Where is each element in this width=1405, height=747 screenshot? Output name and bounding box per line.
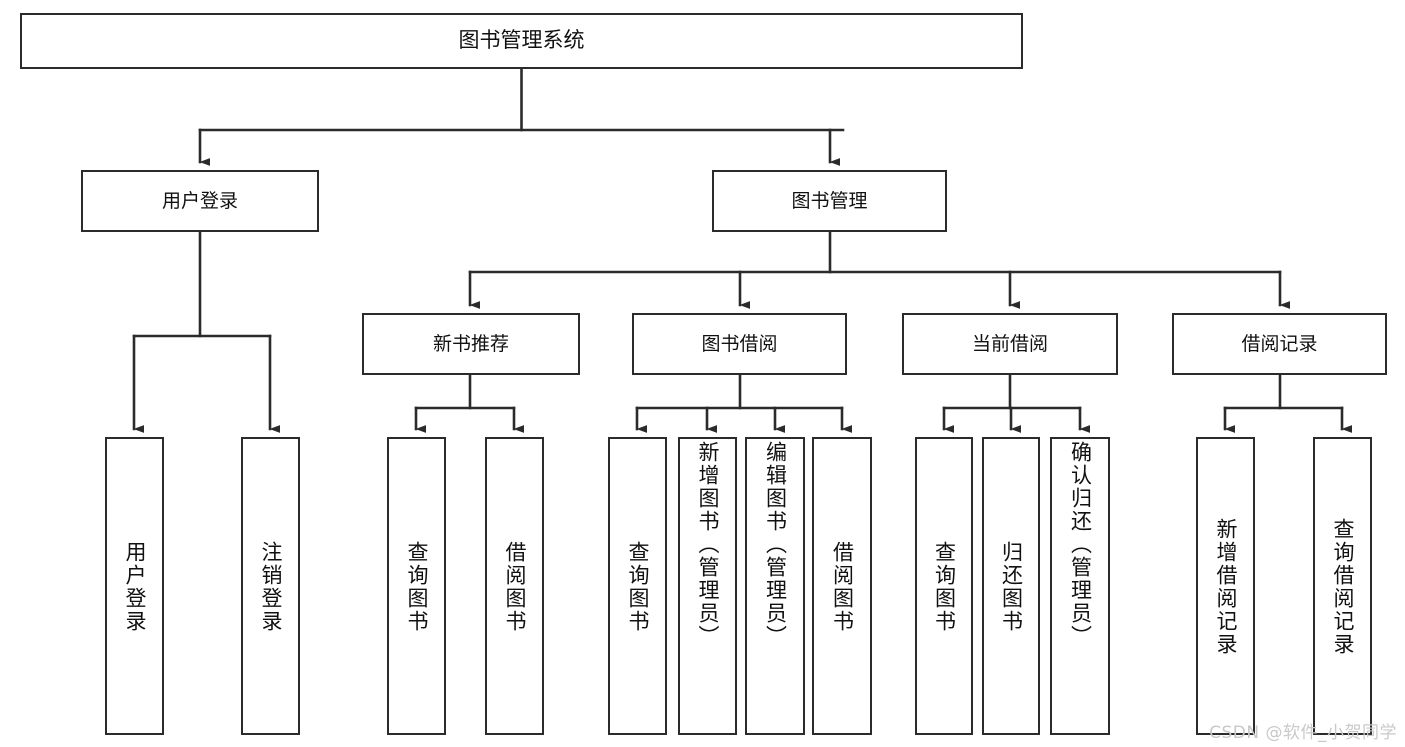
node-new-book-recommend-label: 新书推荐 [432,332,509,355]
node-leaf-add-borrow-record-label: 新增借阅记录 [1214,518,1238,656]
node-current-borrow-label: 当前借阅 [971,332,1048,355]
node-leaf-return-book-label: 归还图书 [999,541,1024,633]
node-leaf-borrow-book-1-label: 借阅图书 [503,541,527,633]
node-leaf-query-book-2-label: 查询图书 [626,541,650,633]
node-leaf-query-book-1[interactable]: 查询图书 [387,437,446,735]
node-leaf-add-book-admin-label: 新增图书（管理员） [696,441,720,648]
node-leaf-edit-book-admin-label: 编辑图书（管理员） [763,441,788,648]
node-leaf-edit-book-admin[interactable]: 编辑图书（管理员） [745,437,805,735]
node-root[interactable]: 图书管理系统 [20,13,1023,69]
node-leaf-borrow-book-1[interactable]: 借阅图书 [485,437,544,735]
node-leaf-query-borrow-record-label: 查询借阅记录 [1331,518,1355,656]
node-current-borrow[interactable]: 当前借阅 [902,313,1118,375]
node-leaf-query-borrow-record[interactable]: 查询借阅记录 [1313,437,1372,735]
node-leaf-user-logout-label: 注销登录 [259,541,283,633]
node-leaf-user-login-label: 用户登录 [123,541,147,633]
node-book-manage[interactable]: 图书管理 [712,170,947,232]
node-leaf-query-book-2[interactable]: 查询图书 [608,437,667,735]
node-root-label: 图书管理系统 [458,28,585,53]
node-borrow-record[interactable]: 借阅记录 [1172,313,1387,375]
node-leaf-confirm-return-admin[interactable]: 确认归还（管理员） [1050,437,1110,735]
node-book-manage-label: 图书管理 [791,189,868,212]
node-leaf-confirm-return-admin-label: 确认归还（管理员） [1068,441,1093,648]
node-leaf-return-book[interactable]: 归还图书 [982,437,1040,735]
csdn-watermark: CSDN @软件_小贺同学 [1209,723,1397,743]
node-leaf-user-logout[interactable]: 注销登录 [241,437,300,735]
node-leaf-borrow-book-2[interactable]: 借阅图书 [812,437,872,735]
node-book-borrow-label: 图书借阅 [701,332,778,355]
node-new-book-recommend[interactable]: 新书推荐 [362,313,580,375]
node-leaf-add-borrow-record[interactable]: 新增借阅记录 [1196,437,1255,735]
node-leaf-query-book-3-label: 查询图书 [932,541,957,633]
node-book-borrow[interactable]: 图书借阅 [632,313,847,375]
node-leaf-add-book-admin[interactable]: 新增图书（管理员） [678,437,737,735]
node-user-login[interactable]: 用户登录 [81,170,319,232]
node-leaf-query-book-1-label: 查询图书 [405,541,429,633]
node-leaf-query-book-3[interactable]: 查询图书 [915,437,973,735]
node-user-login-label: 用户登录 [161,189,238,212]
node-leaf-user-login[interactable]: 用户登录 [105,437,164,735]
node-leaf-borrow-book-2-label: 借阅图书 [830,541,855,633]
node-borrow-record-label: 借阅记录 [1241,332,1318,355]
